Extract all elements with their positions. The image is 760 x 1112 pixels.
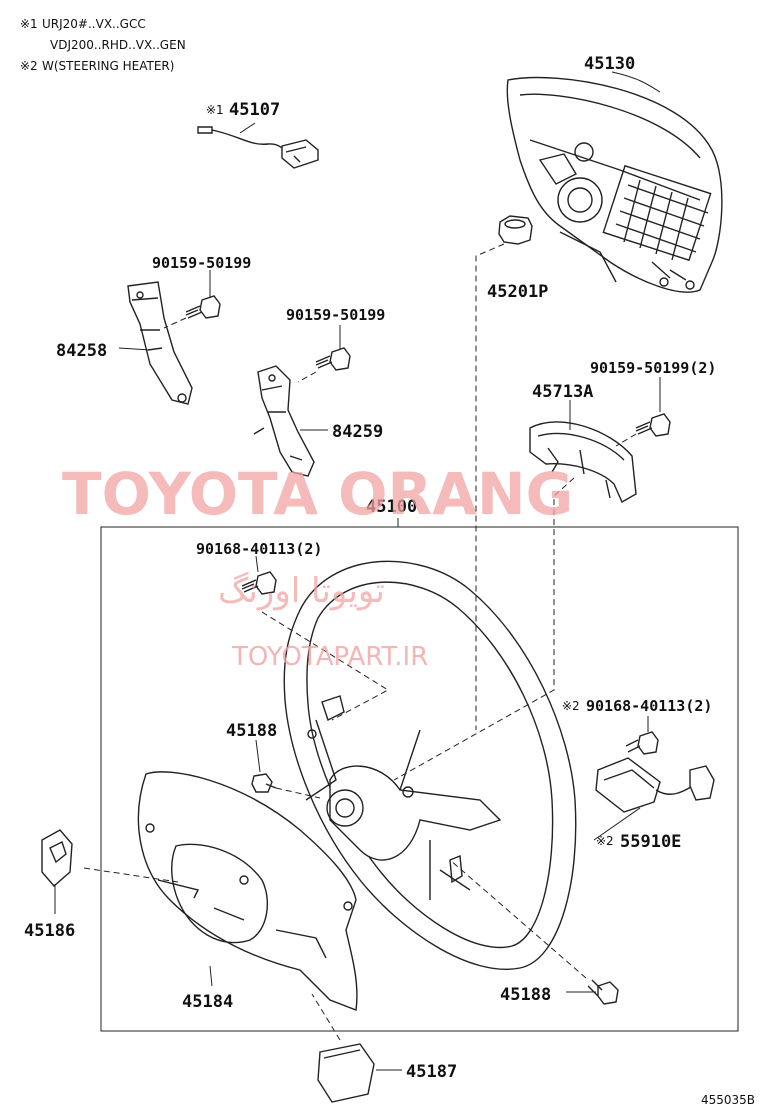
label-45184: 45184 bbox=[182, 992, 233, 1012]
bolt-90159-c bbox=[635, 413, 671, 437]
note1-mark: ※1 bbox=[20, 17, 38, 31]
part-45100-steering-wheel bbox=[283, 560, 577, 970]
assembly-box-45100 bbox=[100, 526, 739, 1032]
label-90168-b: 90168-40113(2) bbox=[586, 697, 712, 715]
label-55910e-mark: ※2 bbox=[596, 834, 614, 848]
bolt-90168-a bbox=[241, 571, 277, 595]
leader-45201p bbox=[475, 243, 505, 730]
watermark-url: TOYOTAPART.IR bbox=[231, 642, 428, 672]
bolt-90159-a bbox=[185, 295, 221, 319]
label-45100: 45100 bbox=[366, 497, 417, 517]
bolt-45188-b bbox=[587, 979, 619, 1005]
bolt-90159-b bbox=[315, 347, 351, 371]
label-45188-a: 45188 bbox=[226, 721, 277, 741]
label-84259: 84259 bbox=[332, 422, 383, 442]
label-45713a: 45713A bbox=[532, 382, 593, 402]
bolt-45188-a bbox=[251, 773, 277, 793]
label-45107: 45107 bbox=[229, 100, 280, 120]
part-55910e-heater-ecu bbox=[595, 757, 715, 813]
part-45713a-spiral-bracket bbox=[529, 421, 637, 503]
label-55910e: 55910E bbox=[620, 832, 681, 852]
note1-line2: VDJ200..RHD..VX..GEN bbox=[50, 38, 186, 52]
note1-line1: URJ20#..VX..GCC bbox=[42, 17, 146, 31]
label-45186: 45186 bbox=[24, 921, 75, 941]
label-45187: 45187 bbox=[406, 1062, 457, 1082]
label-45188-b: 45188 bbox=[500, 985, 551, 1005]
diagram-code: 455035B bbox=[701, 1093, 755, 1107]
label-90168-a: 90168-40113(2) bbox=[196, 540, 322, 558]
label-45107-mark: ※1 bbox=[206, 103, 224, 117]
watermark-arabic: تويوتا اورنگ bbox=[218, 571, 385, 611]
part-45201p-nut bbox=[498, 215, 533, 245]
part-84258-bracket bbox=[127, 281, 193, 405]
label-90159-c: 90159-50199(2) bbox=[590, 359, 716, 377]
note2-line1: W(STEERING HEATER) bbox=[42, 59, 174, 73]
part-84259-bracket bbox=[253, 365, 315, 477]
part-45130-airbag-assembly bbox=[506, 76, 723, 293]
label-90168-b-mark: ※2 bbox=[562, 699, 580, 713]
label-84258: 84258 bbox=[56, 341, 107, 361]
label-90159-b: 90159-50199 bbox=[286, 306, 385, 324]
bolt-90168-b bbox=[625, 731, 659, 755]
note2-mark: ※2 bbox=[20, 59, 38, 73]
part-45187-cover bbox=[317, 1043, 375, 1103]
part-45184-rear-cover bbox=[137, 771, 358, 1011]
part-45186-clip bbox=[41, 829, 73, 887]
part-45107-wire-harness bbox=[197, 126, 319, 169]
label-45130: 45130 bbox=[584, 54, 635, 74]
label-90159-a: 90159-50199 bbox=[152, 254, 251, 272]
label-45201p: 45201P bbox=[487, 282, 548, 302]
watermark-brand: TOYOTA ORANG bbox=[62, 460, 573, 528]
